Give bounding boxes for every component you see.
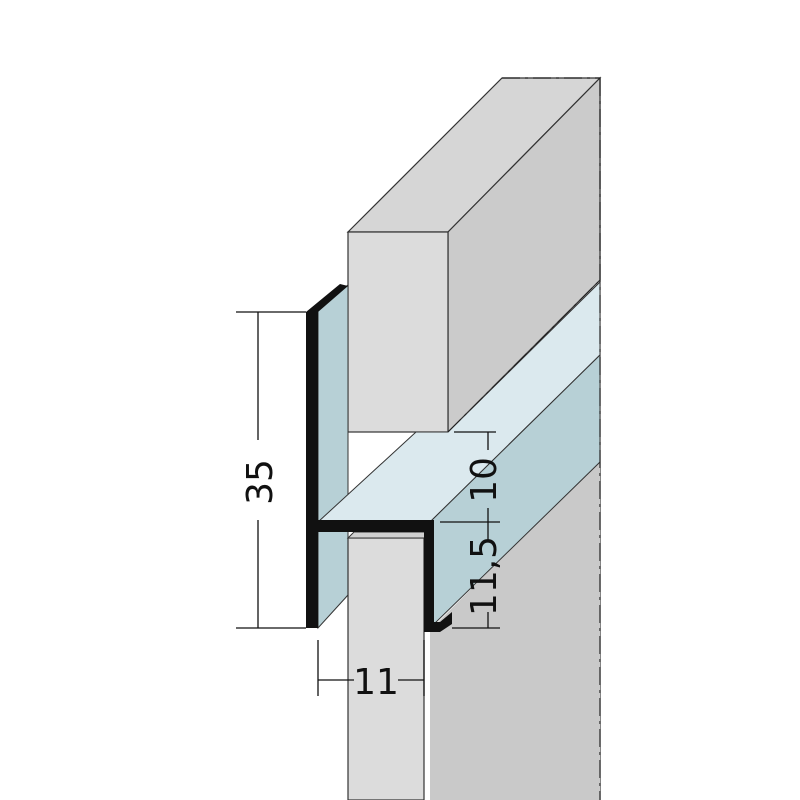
dimension-35: 35 bbox=[236, 311, 306, 629]
profile-black-main-web bbox=[306, 312, 318, 628]
upper-board-front bbox=[347, 231, 449, 433]
profile-black-shelf bbox=[318, 520, 432, 532]
profile-black-bottom-lip bbox=[424, 612, 452, 632]
profile-black-top-lip bbox=[306, 284, 348, 312]
dimension-10-label: 10 bbox=[464, 457, 505, 503]
centerline-diagonal bbox=[447, 279, 601, 433]
dimension-11-label: 11 bbox=[353, 662, 399, 703]
profile-black-right-web bbox=[424, 520, 434, 630]
dimension-11: 11 bbox=[317, 640, 425, 703]
dimension-11-5-label: 11,5 bbox=[464, 536, 505, 616]
profile-back-flange bbox=[317, 283, 349, 630]
dimension-right: 10 11,5 bbox=[440, 431, 505, 629]
lower-board-top bbox=[346, 531, 432, 539]
back-wall-side bbox=[430, 460, 600, 800]
dimension-35-label: 35 bbox=[240, 459, 281, 505]
